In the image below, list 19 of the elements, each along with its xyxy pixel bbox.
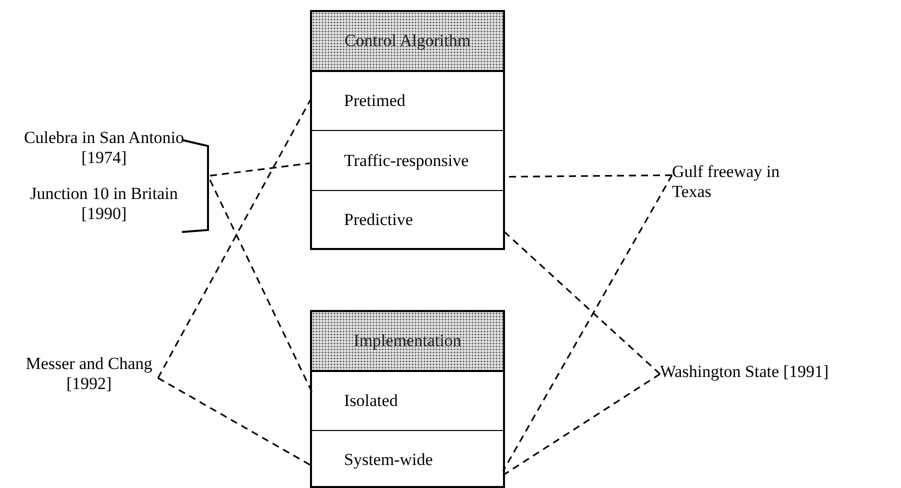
citation-text: Washington State [1991] bbox=[660, 362, 880, 386]
dashed-connector bbox=[209, 180, 313, 393]
table-panel bbox=[310, 310, 505, 488]
citation-text: Gulf freeway in Texas bbox=[672, 162, 782, 206]
dashed-connector bbox=[502, 373, 660, 476]
citation-text: Junction 10 in Britain [1990] bbox=[29, 184, 179, 225]
dashed-connector bbox=[158, 377, 312, 467]
dashed-connector bbox=[502, 174, 673, 472]
table-row: Isolated bbox=[312, 370, 503, 430]
table-row: Traffic-responsive bbox=[312, 130, 503, 190]
dashed-connector bbox=[502, 230, 661, 375]
citation-text: Messer and Chang [1992] bbox=[20, 354, 158, 402]
table-panel bbox=[310, 10, 505, 250]
dashed-connector bbox=[210, 162, 312, 176]
table-row: System-wide bbox=[312, 430, 503, 488]
dashed-connector bbox=[157, 96, 313, 378]
table-row: Pretimed bbox=[312, 70, 503, 130]
citation-text: Culebra in San Antonio [1974] bbox=[22, 128, 186, 169]
table-row: Predictive bbox=[312, 190, 503, 248]
